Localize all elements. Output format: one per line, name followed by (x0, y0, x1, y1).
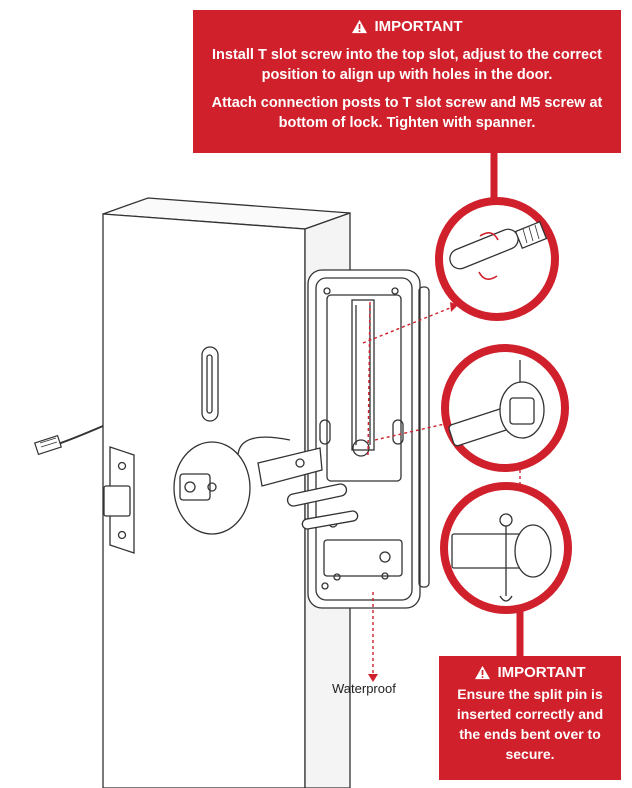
detail-circle-t-slot-screw (435, 197, 559, 321)
detail-circle-connection-post (441, 344, 569, 472)
connection-posts (237, 436, 359, 530)
callout-header: IMPORTANT (445, 664, 615, 681)
important-callout-bottom: IMPORTANT Ensure the split pin is insert… (439, 656, 621, 780)
important-callout-top: IMPORTANT Install T slot screw into the … (193, 10, 621, 153)
warning-icon (352, 19, 368, 34)
lock-cable (33, 425, 104, 456)
detail-circle-split-pin (440, 482, 572, 614)
lock-body (307, 269, 430, 609)
callout-header-text: IMPORTANT (497, 664, 586, 681)
warning-icon (475, 665, 491, 680)
waterproof-label: Waterproof (332, 681, 396, 696)
callout-line-2: Attach connection posts to T slot screw … (211, 95, 603, 131)
callout-text: Ensure the split pin is inserted correct… (456, 686, 604, 762)
callout-header-text: IMPORTANT (374, 18, 463, 35)
spindle-hole (173, 441, 251, 535)
latch-faceplate (103, 446, 135, 554)
callout-header: IMPORTANT (207, 18, 607, 35)
callout-line-1: Install T slot screw into the top slot, … (212, 47, 602, 83)
